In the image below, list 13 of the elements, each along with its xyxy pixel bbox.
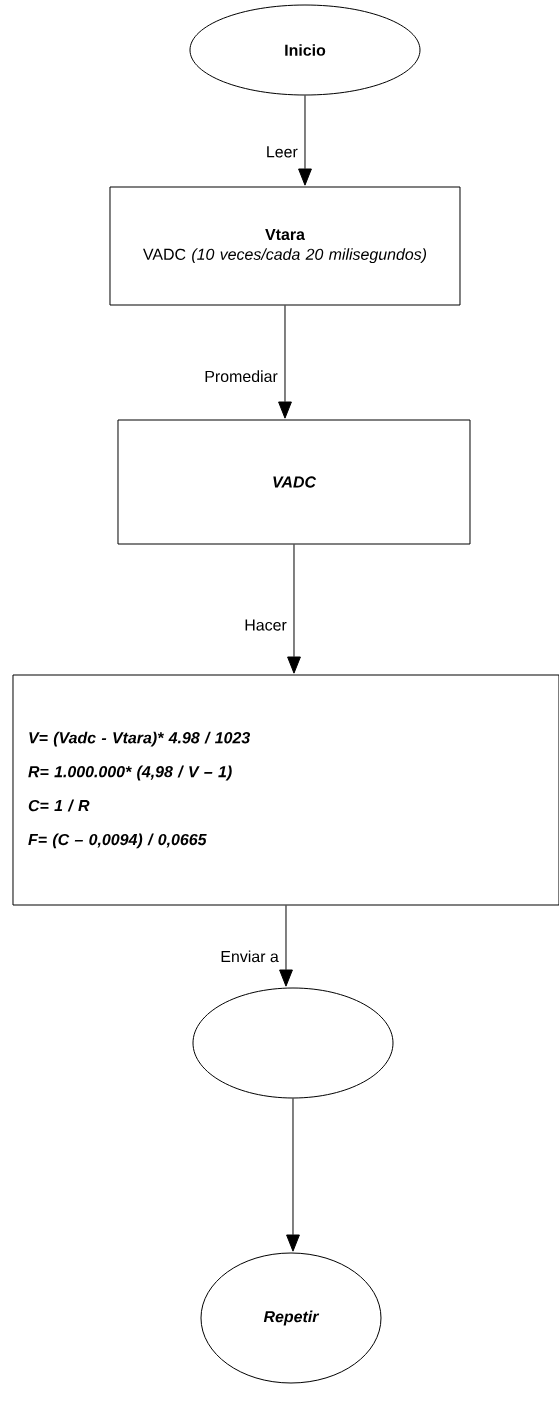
process-box: V= (Vadc - Vtara)* 4.98 / 1023 R= 1.000.000* (4,98 / V – 1) C= 1 / R F= (C – 0,0094) / 0,0665 <box>12 674 559 906</box>
arrow <box>279 905 293 987</box>
process-box: Vtara VADC (10 veces/cada 20 milisegundos) <box>109 186 461 306</box>
arrow <box>286 1098 300 1252</box>
process-box: VADC <box>117 419 471 545</box>
arrow <box>278 305 292 419</box>
arrow <box>298 95 312 186</box>
edge-label: Hacer <box>243 618 288 632</box>
edge-label: Leer <box>264 145 299 159</box>
terminal-ellipse <box>192 987 394 1099</box>
edge-label: Promediar <box>203 369 279 384</box>
arrow <box>287 544 301 674</box>
edge-label: Enviar a <box>219 949 280 964</box>
